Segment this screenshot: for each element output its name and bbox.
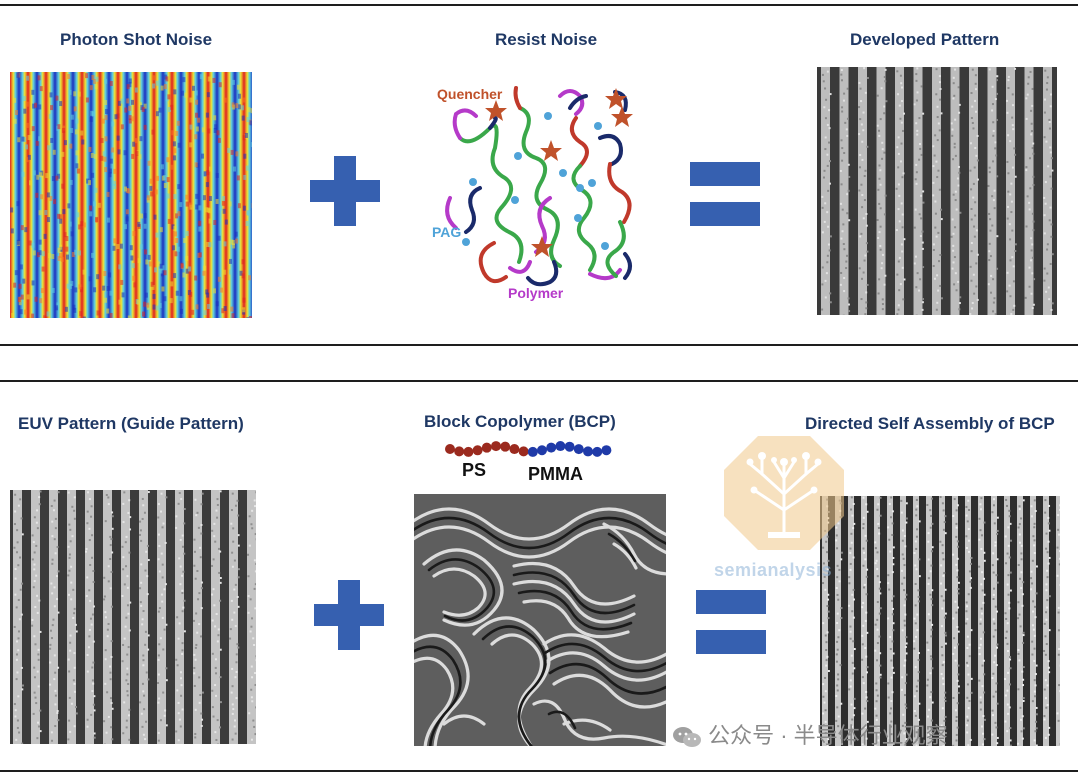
- developed-pattern-title: Developed Pattern: [850, 30, 1000, 49]
- wechat-channel-watermark: 公众号 · 半导体行业观察: [672, 718, 948, 750]
- semianalysis-logo: semianalysis: [714, 434, 846, 584]
- wechat-icon: [673, 727, 701, 748]
- equals-icon-bottom: [696, 590, 766, 659]
- pmma-label: PMMA: [528, 464, 583, 484]
- resist-noise-diagram: [420, 78, 650, 308]
- wechat-channel-text: 公众号 · 半导体行业观察: [708, 723, 948, 748]
- resist-noise-title: Resist Noise: [495, 30, 598, 49]
- photon-shot-noise-title: Photon Shot Noise: [60, 30, 213, 49]
- euv-pattern-image: [10, 490, 256, 744]
- plus-icon-bottom: [314, 580, 384, 655]
- semianalysis-logo-text: semianalysis: [714, 560, 833, 580]
- polymer-label: Polymer: [508, 285, 564, 301]
- equals-icon-top: [690, 162, 760, 231]
- dsa-pattern-image: [820, 496, 1060, 746]
- quencher-label: Quencher: [437, 86, 503, 102]
- block-copolymer-title: Block Copolymer (BCP): [424, 412, 616, 431]
- bcp-fingerprint-image: [414, 494, 666, 746]
- bcp-bead-chain: [442, 438, 612, 460]
- plus-icon-top: [310, 156, 380, 231]
- ps-label: PS: [462, 460, 487, 480]
- dsa-title: Directed Self Assembly of BCP: [805, 414, 1055, 433]
- developed-pattern-image: [817, 67, 1057, 315]
- pag-label: PAG: [432, 224, 462, 240]
- euv-pattern-title: EUV Pattern (Guide Pattern): [18, 414, 244, 433]
- photon-shot-noise-image: [10, 72, 252, 318]
